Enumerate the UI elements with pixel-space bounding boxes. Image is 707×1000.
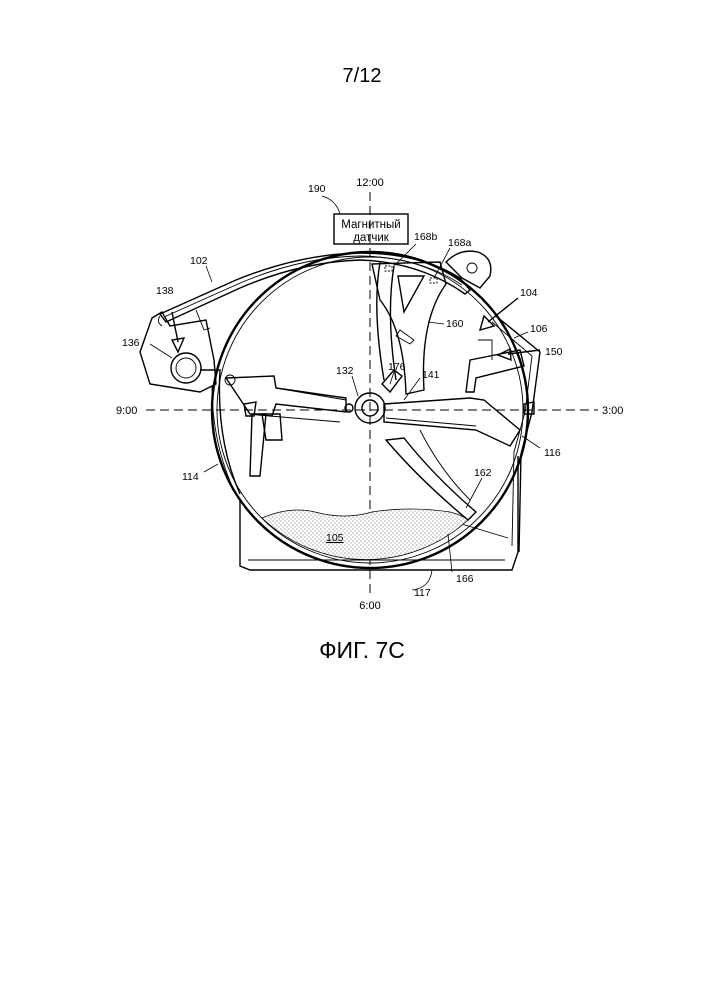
label-114: 114 bbox=[182, 471, 199, 483]
clock-9-label: 9:00 bbox=[116, 405, 137, 417]
label-136: 136 bbox=[122, 337, 140, 349]
label-117: 117 bbox=[414, 587, 431, 599]
label-132: 132 bbox=[336, 365, 354, 377]
label-141: 141 bbox=[422, 369, 440, 381]
label-102: 102 bbox=[190, 255, 208, 267]
clock-3-label: 3:00 bbox=[602, 405, 623, 417]
label-176: 176 bbox=[388, 361, 406, 373]
label-106: 106 bbox=[530, 323, 548, 335]
label-104: 104 bbox=[520, 287, 538, 299]
label-168b: 168b bbox=[414, 231, 438, 243]
label-190: 190 bbox=[308, 183, 326, 195]
label-105: 105 bbox=[326, 532, 344, 544]
label-138: 138 bbox=[156, 285, 174, 297]
page-number: 7/12 bbox=[343, 65, 382, 87]
figure-caption: ФИГ. 7C bbox=[319, 637, 405, 663]
label-116: 116 bbox=[544, 447, 561, 459]
label-150: 150 bbox=[545, 346, 563, 358]
clock-12-label: 12:00 bbox=[356, 177, 384, 189]
label-166: 166 bbox=[456, 573, 474, 585]
label-160: 160 bbox=[446, 318, 464, 330]
sensor-label-line2: датчик bbox=[353, 232, 390, 244]
clock-6-label: 6:00 bbox=[359, 600, 380, 612]
label-168a: 168a bbox=[448, 237, 472, 249]
sensor-label-line1: Магнитный bbox=[341, 219, 400, 231]
label-162: 162 bbox=[474, 467, 492, 479]
